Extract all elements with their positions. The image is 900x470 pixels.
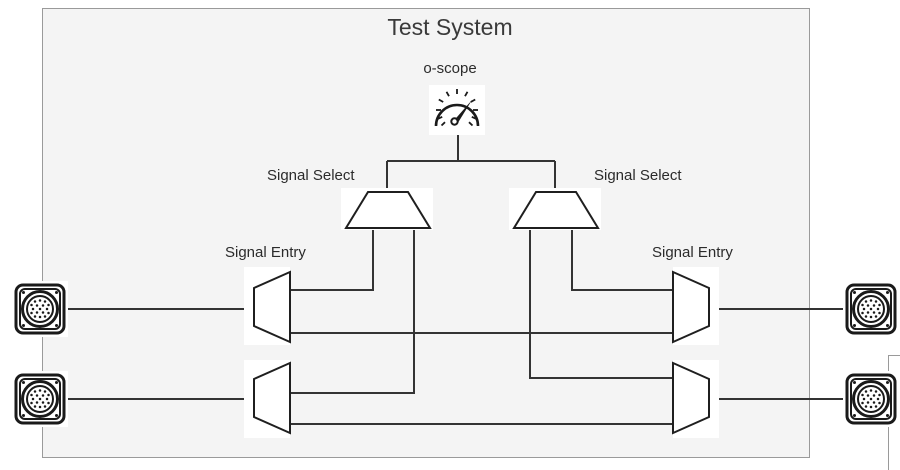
signal-entry-right-bottom-icon[interactable] <box>671 361 711 435</box>
gauge-icon[interactable] <box>432 86 482 134</box>
signal-select-left-label: Signal Select <box>267 167 355 184</box>
page-title: Test System <box>387 14 513 40</box>
signal-entry-left-label: Signal Entry <box>225 244 306 261</box>
signal-select-right-icon[interactable] <box>512 190 600 230</box>
connector-right-bottom-icon[interactable] <box>845 373 897 425</box>
signal-entry-right-top-icon[interactable] <box>671 270 711 344</box>
signal-select-right-label: Signal Select <box>594 167 682 184</box>
signal-entry-left-top-icon[interactable] <box>252 270 292 344</box>
signal-select-left-icon[interactable] <box>344 190 432 230</box>
oscope-label: o-scope <box>423 60 477 77</box>
signal-entry-right-label: Signal Entry <box>652 244 733 261</box>
connector-left-top-icon[interactable] <box>14 283 66 335</box>
signal-entry-left-bottom-icon[interactable] <box>252 361 292 435</box>
connector-left-bottom-icon[interactable] <box>14 373 66 425</box>
connector-right-top-icon[interactable] <box>845 283 897 335</box>
